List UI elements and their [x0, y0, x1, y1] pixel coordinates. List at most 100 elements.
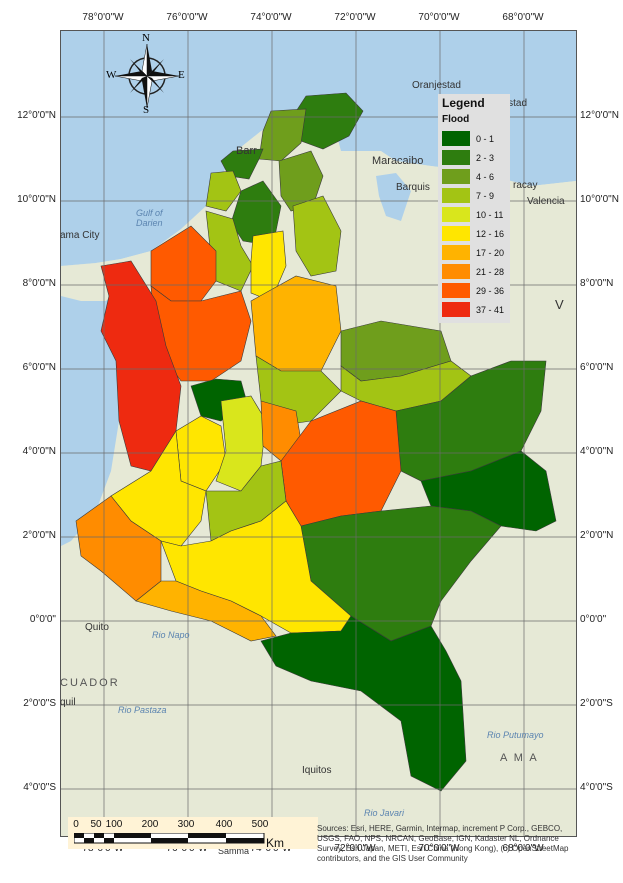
region-norte-santander[interactable]	[292, 195, 342, 277]
legend-item: 29 - 36	[442, 281, 506, 300]
lat-label-right: 0°0'0"	[580, 614, 607, 625]
lat-label-right: 2°0'0"N	[580, 530, 614, 541]
place-barquisimeto: Barquis	[396, 182, 430, 193]
legend-item: 17 - 20	[442, 243, 506, 262]
compass-south-label: S	[143, 104, 150, 116]
place-samma: Samma	[218, 846, 250, 856]
place-oranjestad: Oranjestad	[412, 80, 461, 91]
scale-label: 500	[251, 819, 269, 830]
lat-label-left: 2°0'0"N	[22, 530, 56, 541]
legend-item: 12 - 16	[442, 224, 506, 243]
lon-label-top: 72°0'0"W	[334, 12, 376, 23]
legend-swatch	[442, 302, 470, 317]
compass-north-label: N	[142, 32, 150, 44]
legend-label: 17 - 20	[476, 247, 505, 258]
legend-item: 21 - 28	[442, 262, 506, 281]
legend-title: Legend	[442, 96, 485, 110]
pacific-ocean	[61, 263, 119, 546]
legend-label: 37 - 41	[476, 304, 505, 315]
lat-label-left: 2°0'0"S	[23, 698, 56, 709]
legend-label: 0 - 1	[476, 133, 495, 144]
legend-label: 4 - 6	[476, 171, 495, 182]
legend-label: 10 - 11	[476, 209, 504, 220]
flood-choropleth	[75, 92, 557, 792]
place-v-letter: V	[555, 297, 564, 312]
legend-swatch	[442, 283, 470, 298]
scale-unit: Km	[266, 836, 284, 850]
lon-label-top: 68°0'0"W	[502, 12, 544, 23]
compass-icon	[114, 43, 180, 109]
region-putumayo[interactable]	[135, 580, 277, 642]
lon-label-bottom: 70°0'0"W	[418, 843, 460, 854]
legend-item: 7 - 9	[442, 186, 506, 205]
region-vichada[interactable]	[395, 360, 547, 482]
place-caracas: racay	[513, 180, 538, 191]
scale-label: 50	[90, 819, 102, 830]
legend-label: 12 - 16	[476, 228, 505, 239]
scale-label: 100	[105, 819, 123, 830]
place-maracaibo: Maracaibo	[372, 155, 424, 167]
lat-label-left: 4°0'0"N	[22, 446, 56, 457]
lake-maracaibo	[376, 173, 411, 221]
compass-rose: N S E W	[102, 32, 192, 116]
legend-item: 37 - 41	[442, 300, 506, 319]
place-panama-city: ama City	[60, 230, 100, 241]
scale-bar-graphic	[74, 833, 265, 844]
lat-label-left: 10°0'0"N	[17, 194, 56, 205]
scale-label: 300	[177, 819, 195, 830]
caribbean-sea	[61, 31, 576, 266]
legend-item: 4 - 6	[442, 167, 506, 186]
place-gulf-darien: Gulf of Darien	[136, 208, 163, 228]
lat-label-left: 0°0'0"	[29, 614, 56, 625]
legend-item: 0 - 1	[442, 129, 506, 148]
lat-label-right: 8°0'0"N	[580, 278, 614, 289]
region-amazonas[interactable]	[260, 615, 467, 792]
lat-label-right: 4°0'0"S	[580, 782, 613, 793]
place-quito: Quito	[85, 622, 109, 633]
place-iquitos: Iquitos	[302, 765, 332, 776]
place-ecuador: CUADOR	[60, 677, 120, 689]
lat-label-right: 2°0'0"S	[580, 698, 613, 709]
lat-label-right: 4°0'0"N	[580, 446, 614, 457]
legend-item: 10 - 11	[442, 205, 506, 224]
scale-bar: 0 50 100 200 300 400 500 Km	[68, 817, 318, 850]
legend-item: 2 - 3	[442, 148, 506, 167]
legend-rows: 0 - 1 2 - 3 4 - 6 7 - 9 10 - 11 12 - 16 17 - 2…	[442, 129, 506, 319]
lat-label-left: 6°0'0"N	[22, 362, 56, 373]
legend-swatch	[442, 207, 470, 222]
lon-label-bottom: 68°0'0"W	[502, 843, 544, 854]
lat-label-right: 10°0'0"N	[580, 194, 619, 205]
lat-label-left: 12°0'0"N	[17, 110, 56, 121]
compass-east-label: E	[178, 69, 185, 81]
legend-label: 21 - 28	[476, 266, 505, 277]
lat-label-left: 8°0'0"N	[22, 278, 56, 289]
legend-swatch	[442, 150, 470, 165]
place-rio-putumayo: Rio Putumayo	[487, 730, 544, 740]
legend-swatch	[442, 264, 470, 279]
legend-swatch	[442, 226, 470, 241]
lon-label-top: 76°0'0"W	[166, 12, 208, 23]
legend-label: 7 - 9	[476, 190, 495, 201]
legend-label: 2 - 3	[476, 152, 495, 163]
place-barranquilla: Barr	[236, 145, 257, 157]
place-rio-pastaza: Rio Pastaza	[118, 705, 167, 715]
legend-swatch	[442, 245, 470, 260]
lon-label-bottom: 72°0'0"W	[334, 843, 376, 854]
lat-label-left: 4°0'0"S	[23, 782, 56, 793]
scale-label: 0	[73, 819, 79, 830]
scale-label: 200	[141, 819, 159, 830]
legend-swatch	[442, 188, 470, 203]
lon-label-top: 78°0'0"W	[82, 12, 124, 23]
lon-label-top: 74°0'0"W	[250, 12, 292, 23]
place-amazonas: A M A	[500, 752, 539, 764]
legend-swatch	[442, 169, 470, 184]
legend-subtitle: Flood	[442, 114, 470, 125]
lon-label-top: 70°0'0"W	[418, 12, 460, 23]
legend-label: 29 - 36	[476, 285, 505, 296]
attribution-text: Sources: Esri, HERE, Garmin, Intermap, i…	[317, 824, 569, 863]
graticule-grid	[61, 31, 576, 836]
compass-west-label: W	[106, 69, 117, 81]
legend-swatch	[442, 131, 470, 146]
legend-panel: Legend Flood 0 - 1 2 - 3 4 - 6 7 - 9 10 - 11…	[438, 94, 510, 323]
